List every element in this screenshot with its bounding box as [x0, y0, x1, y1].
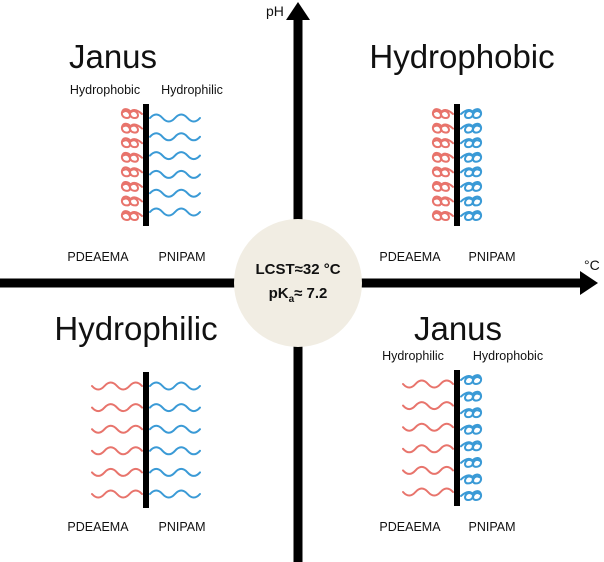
- pdeaema-chain-extended: [402, 465, 454, 475]
- polymer-chains: [402, 374, 483, 502]
- left-side-label: Hydrophobic: [70, 83, 140, 97]
- pdeaema-chain-extended: [402, 422, 454, 432]
- polymer-chains: [431, 108, 483, 222]
- pnipam-chain-collapsed: [460, 407, 483, 419]
- pdeaema-chain-extended: [91, 489, 143, 499]
- pdeaema-chain-collapsed: [431, 166, 454, 178]
- y-axis-label: pH: [266, 3, 284, 19]
- pdeaema-chain-collapsed: [120, 210, 143, 222]
- pdeaema-chain-collapsed: [431, 195, 454, 207]
- pnipam-chain-collapsed: [460, 374, 483, 386]
- pnipam-chain-collapsed: [460, 181, 483, 192]
- quadrant-bottom-left: Hydrophilic PDEAEMA PNIPAM: [54, 310, 217, 534]
- pnipam-chain-extended: [149, 151, 201, 161]
- pdeaema-chain-collapsed: [120, 195, 143, 207]
- left-polymer-label: PDEAEMA: [67, 520, 129, 534]
- pnipam-chain-extended: [149, 207, 201, 217]
- pdeaema-chain-collapsed: [120, 108, 143, 120]
- center-pka-text: pKa≈ 7.2: [269, 285, 328, 305]
- quadrant-title: Janus: [69, 38, 157, 75]
- pdeaema-chain-collapsed: [120, 181, 143, 192]
- pnipam-chain-collapsed: [460, 195, 483, 207]
- pdeaema-chain-collapsed: [431, 181, 454, 192]
- pdeaema-chain-extended: [402, 379, 454, 389]
- pnipam-chain-collapsed: [460, 423, 483, 435]
- right-polymer-label: PNIPAM: [159, 250, 206, 264]
- right-polymer-label: PNIPAM: [469, 250, 516, 264]
- pdeaema-chain-collapsed: [431, 210, 454, 222]
- y-axis-arrowhead: [286, 2, 310, 20]
- right-polymer-label: PNIPAM: [469, 520, 516, 534]
- center-lcst-text: LCST≈32 °C: [255, 261, 340, 278]
- right-side-label: Hydrophilic: [161, 83, 223, 97]
- quadrant-title: Hydrophilic: [54, 310, 217, 347]
- x-axis-label: °C: [584, 257, 600, 273]
- pnipam-chain-collapsed: [460, 166, 483, 178]
- pnipam-chain-extended: [149, 381, 201, 391]
- polymer-chains: [120, 108, 201, 222]
- pdeaema-chain-collapsed: [431, 137, 454, 149]
- pdeaema-chain-collapsed: [431, 108, 454, 120]
- pnipam-chain-extended: [149, 188, 201, 198]
- pdeaema-chain-collapsed: [431, 122, 454, 134]
- pnipam-chain-collapsed: [460, 122, 483, 134]
- pdeaema-chain-extended: [91, 446, 143, 456]
- pnipam-chain-collapsed: [460, 137, 483, 149]
- pnipam-chain-extended: [149, 169, 201, 179]
- left-side-label: Hydrophilic: [382, 349, 444, 363]
- pdeaema-chain-extended: [91, 467, 143, 477]
- quadrant-top-right: Hydrophobic PDEAEMA PNIPAM: [369, 38, 554, 264]
- pdeaema-chain-extended: [91, 403, 143, 413]
- pnipam-chain-extended: [149, 424, 201, 434]
- left-polymer-label: PDEAEMA: [67, 250, 129, 264]
- pdeaema-chain-collapsed: [431, 151, 454, 163]
- pdeaema-chain-collapsed: [120, 151, 143, 163]
- pdeaema-chain-extended: [402, 444, 454, 454]
- pnipam-chain-collapsed: [460, 390, 483, 402]
- left-polymer-label: PDEAEMA: [379, 250, 441, 264]
- right-polymer-label: PNIPAM: [159, 520, 206, 534]
- quadrant-title: Hydrophobic: [369, 38, 554, 75]
- pnipam-chain-collapsed: [460, 473, 483, 485]
- pnipam-chain-extended: [149, 467, 201, 477]
- pnipam-chain-collapsed: [460, 108, 483, 120]
- pnipam-chain-extended: [149, 446, 201, 456]
- pnipam-chain-extended: [149, 132, 201, 142]
- pnipam-chain-extended: [149, 489, 201, 499]
- pdeaema-chain-extended: [91, 381, 143, 391]
- pnipam-chain-extended: [149, 113, 201, 123]
- pnipam-chain-collapsed: [460, 440, 483, 452]
- pnipam-chain-collapsed: [460, 490, 483, 502]
- pnipam-chain-collapsed: [460, 210, 483, 222]
- pnipam-chain-collapsed: [460, 151, 483, 163]
- quadrant-bottom-right: Janus Hydrophilic Hydrophobic PDEAEMA PN…: [379, 310, 543, 534]
- left-polymer-label: PDEAEMA: [379, 520, 441, 534]
- pdeaema-chain-extended: [402, 487, 454, 497]
- quadrant-top-left: Janus Hydrophobic Hydrophilic PDEAEMA PN…: [67, 38, 222, 264]
- pdeaema-chain-collapsed: [120, 137, 143, 149]
- pdeaema-chain-extended: [91, 424, 143, 434]
- pdeaema-chain-collapsed: [120, 166, 143, 178]
- x-axis-arrowhead: [580, 271, 598, 295]
- pdeaema-chain-collapsed: [120, 122, 143, 134]
- center-circle: [234, 219, 362, 347]
- pnipam-chain-extended: [149, 403, 201, 413]
- right-side-label: Hydrophobic: [473, 349, 543, 363]
- polymer-chains: [91, 381, 201, 499]
- center-badge: LCST≈32 °C pKa≈ 7.2: [234, 219, 362, 347]
- pdeaema-chain-extended: [402, 401, 454, 411]
- quadrant-title: Janus: [414, 310, 502, 347]
- pnipam-chain-collapsed: [460, 457, 483, 468]
